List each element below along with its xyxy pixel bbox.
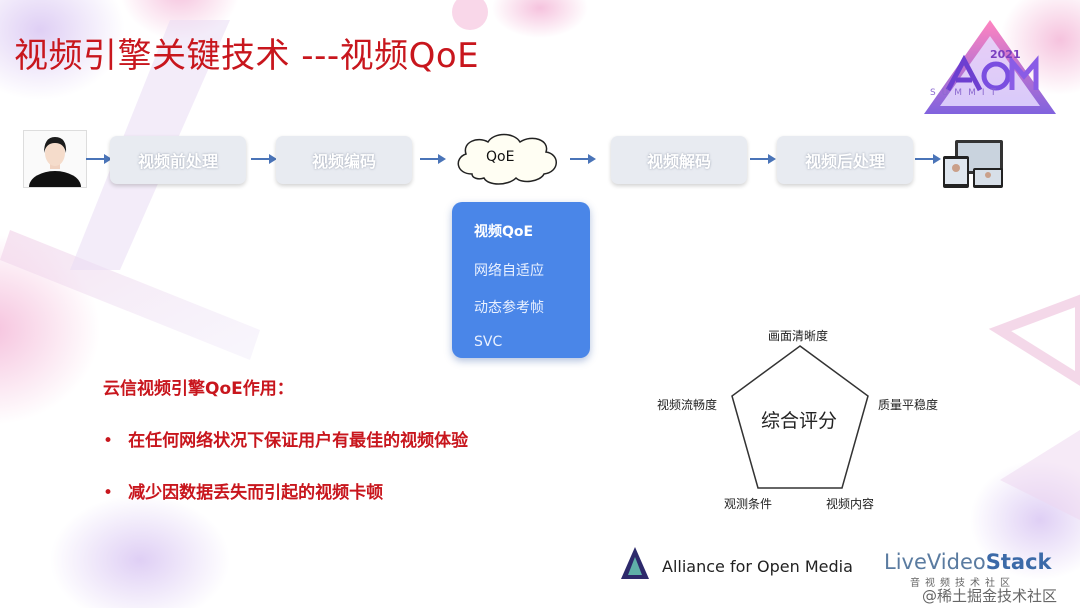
- lvs-prefix: Live: [884, 550, 927, 574]
- presenter-avatar: [23, 130, 87, 188]
- effect-bullet-item: • 在任何网络状况下保证用户有最佳的视频体验: [103, 426, 468, 451]
- stage-decode: 视频解码: [611, 136, 747, 184]
- arrow-right-icon: [750, 154, 776, 164]
- card-item-svc: SVC: [474, 334, 503, 350]
- bullet-dot: •: [103, 431, 114, 451]
- arrow-right-icon: [251, 154, 277, 164]
- pentagon-center-label: 综合评分: [761, 410, 838, 432]
- summit-logo: 2021 SUMMIT: [920, 18, 1060, 118]
- lvs-subtitle: 音视频技术社区: [910, 578, 1015, 589]
- pentagon-label-bottom-right: 视频内容: [826, 497, 875, 511]
- pentagon-shape: [731, 345, 869, 489]
- pentagon-label-right: 质量平稳度: [878, 398, 939, 412]
- arrow-right-icon: [570, 154, 596, 164]
- lvs-suffix: Stack: [985, 550, 1052, 574]
- pentagon-label-bottom-left: 观测条件: [724, 497, 773, 511]
- effects-heading: 云信视频引擎QoE作用：: [103, 379, 294, 399]
- card-item-network-adaptive: 网络自适应: [474, 263, 544, 279]
- summit-word: SUMMIT: [930, 88, 1002, 98]
- qoe-card: 视频QoE 网络自适应 动态参考帧 SVC: [452, 202, 590, 358]
- stage-postprocess: 视频后处理: [777, 136, 913, 184]
- effect-text: 减少因数据丢失而引起的视频卡顿: [128, 483, 384, 503]
- card-item-video-qoe: 视频QoE: [474, 224, 534, 240]
- aom-logo-icon: [621, 547, 649, 579]
- cloud-icon: [457, 133, 557, 185]
- effect-text: 在任何网络状况下保证用户有最佳的视频体验: [128, 431, 469, 451]
- stage-encode: 视频编码: [276, 136, 412, 184]
- arrow-right-icon: [86, 154, 112, 164]
- page-title: 视频引擎关键技术 ---视频QoE: [14, 36, 480, 76]
- pentagon-label-left: 视频流畅度: [657, 398, 718, 412]
- stage-preprocess: 视频前处理: [110, 136, 246, 184]
- summit-triangle-icon: [924, 20, 1056, 114]
- effect-bullet-item: • 减少因数据丢失而引起的视频卡顿: [103, 478, 383, 503]
- lvs-mid: Video: [926, 550, 986, 574]
- bullet-dot: •: [103, 483, 114, 503]
- summit-year: 2021: [990, 48, 1021, 61]
- card-item-dynamic-ref-frame: 动态参考帧: [474, 300, 544, 316]
- watermark: @稀土掘金技术社区: [922, 587, 1058, 605]
- arrow-right-icon: [915, 154, 941, 164]
- aom-label: Alliance for Open Media: [662, 557, 853, 576]
- pentagon-label-top: 画面清晰度: [768, 329, 829, 343]
- cloud-label: QoE: [486, 149, 515, 165]
- livevideostack-logo: LiveVideoStack: [884, 550, 1051, 574]
- arrow-right-icon: [420, 154, 446, 164]
- devices-icon: [943, 140, 1003, 188]
